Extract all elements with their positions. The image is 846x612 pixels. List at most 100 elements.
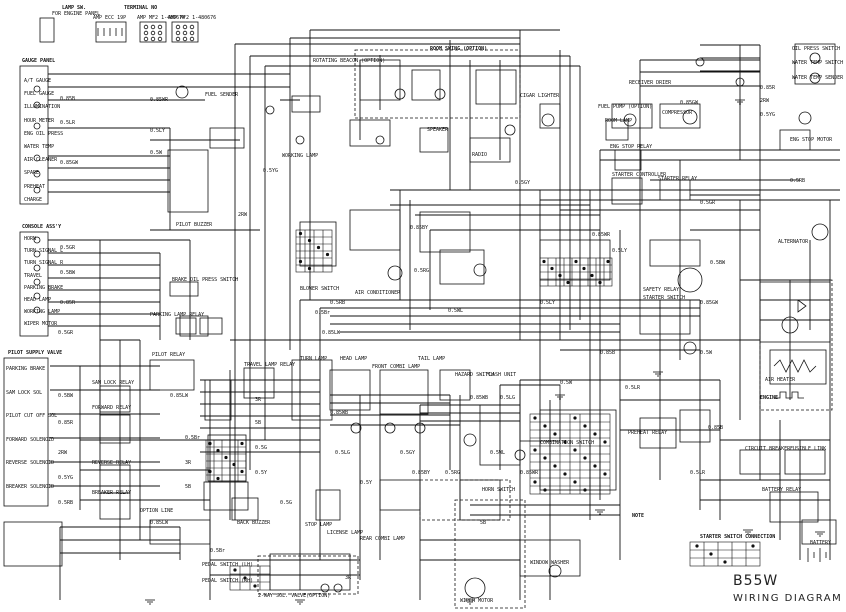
pedal-table-dot	[243, 576, 247, 580]
gauge-item-6: AIR CLEANER	[24, 157, 58, 164]
component-box	[614, 149, 642, 171]
component-box	[801, 519, 837, 545]
receiver-dryer-label: RECEIVER DRIER	[629, 80, 672, 86]
starter-relay-label: STARTER RELAY	[658, 176, 698, 182]
wire-code: 0.5GY	[515, 180, 531, 186]
component-circle	[33, 122, 41, 130]
combination-table-dot	[553, 432, 557, 436]
air-conditioner-label: AIR CONDITIONER	[355, 290, 401, 296]
wire-code: 5B	[480, 520, 487, 526]
two-way-sol-boundary	[257, 555, 359, 595]
blower-table-dot	[298, 231, 303, 236]
flash-unit-label: FLASH UNIT	[486, 372, 517, 378]
component-box	[679, 409, 711, 443]
wire-code: 0.85GW	[680, 100, 699, 106]
blower-table-dot	[325, 252, 330, 257]
combination-table-dot	[563, 440, 567, 444]
component-box	[649, 239, 701, 267]
safety-relay-label: SAFETY RELAY	[643, 287, 680, 293]
combination-switch-label: COMBINATION SWITCH	[540, 440, 595, 446]
component-circle	[811, 223, 829, 241]
component-circle	[33, 101, 41, 109]
wire-code: 0.85LW	[150, 520, 169, 526]
component-circle	[504, 124, 516, 136]
component-circle	[434, 88, 446, 100]
stop-lamp-label: STOP LAMP	[305, 522, 333, 528]
pin-dot	[150, 30, 156, 36]
radio-label: RADIO	[472, 152, 488, 158]
wire-code: 0.5LG	[335, 450, 351, 456]
wire-code: 0.85B	[60, 96, 76, 102]
component-circle	[375, 135, 385, 145]
component-circle	[387, 265, 403, 281]
wire-code: 0.85BY	[410, 225, 429, 231]
pin-dot	[157, 24, 163, 30]
component-box	[475, 69, 517, 105]
component-box	[411, 69, 441, 101]
wire-code: 0.85LW	[170, 393, 189, 399]
wire-code: 3R	[345, 575, 352, 581]
pin-dot	[189, 36, 195, 42]
gauge-item-9: CHARGE	[24, 196, 43, 203]
component-circle	[350, 422, 362, 434]
room-swing-label: ROOM SWING (OPTION)	[430, 46, 488, 52]
connector-6p	[139, 21, 167, 43]
wire-code: 0.85R	[760, 85, 776, 91]
gauge-item-5: WATER TEMP	[24, 144, 55, 150]
wire-code: 0.5W	[700, 350, 713, 356]
battery-label: BATTERY	[810, 540, 832, 546]
console-assy-label: CONSOLE ASS'Y	[22, 224, 62, 230]
component-circle	[33, 236, 41, 244]
component-box	[359, 59, 401, 101]
starter-table-dot	[709, 552, 713, 556]
wire-code: 0.5Br	[185, 435, 201, 441]
hazard-switch-label: HAZARD SWITCH	[455, 372, 495, 378]
gauge-item-4: ENG OIL PRESS	[24, 130, 64, 137]
component-circle	[265, 105, 275, 115]
brake-oil-press-switch-label: BRAKE OIL PRESS SWITCH	[172, 277, 239, 283]
speaker-label: SPEAKER	[427, 127, 449, 133]
component-circle	[33, 250, 41, 258]
gauge-item-8: PREHEAT	[24, 183, 46, 190]
wire-code: 0.5WL	[490, 450, 506, 456]
component-circle	[33, 306, 41, 314]
horn-boundary	[419, 479, 511, 521]
component-box	[315, 489, 341, 521]
rotating-beacon-label: ROTATING BEACON (OPTION)	[313, 58, 386, 64]
wire-code: 0.5BW	[60, 270, 76, 276]
wire-code: 0.5GR	[700, 200, 716, 206]
wire-code: 0.5GR	[58, 330, 74, 336]
console-item-5: HEAD LAMP	[24, 297, 52, 303]
note-label: NOTE	[632, 513, 645, 519]
wire-code: 0.85BY	[412, 470, 431, 476]
component-circle	[695, 57, 705, 67]
component-box	[419, 211, 471, 253]
component-box	[204, 379, 232, 421]
component-box	[175, 317, 197, 335]
component-box	[769, 491, 819, 523]
starter-controller-label: STARTER CONTROLLER	[612, 172, 667, 178]
component-box	[659, 103, 701, 129]
starter-table-dot	[723, 560, 727, 564]
component-box	[167, 149, 209, 213]
rear-combi-lamp-label: REAR COMBI LAMP	[360, 536, 406, 542]
wire-code: 2RW	[760, 98, 770, 104]
wire-code: 0.5Y	[255, 470, 268, 476]
gauge-item-1: FUEL GAUGE	[24, 91, 55, 98]
connector-9p	[171, 21, 199, 43]
pilot-valve-box	[3, 357, 49, 507]
component-box	[379, 369, 429, 415]
component-circle	[541, 113, 555, 127]
component-circle	[33, 170, 41, 178]
pin-6-label: AMP MF2 1-480674	[137, 15, 186, 21]
component-circle	[683, 341, 697, 355]
pilot-item-1: SAM LOCK SOL	[6, 389, 43, 396]
sam-lock-relay-label: SAM LOCK RELAY	[92, 380, 135, 386]
component-circle	[623, 113, 637, 127]
pilot-item-2: PILOT CUT OFF SOL	[6, 413, 58, 419]
pin-dot	[157, 36, 163, 42]
component-box	[611, 103, 653, 129]
component-circle	[514, 449, 526, 461]
license-lamp-label: LICENSE LAMP	[327, 530, 364, 536]
component-circle	[473, 263, 487, 277]
